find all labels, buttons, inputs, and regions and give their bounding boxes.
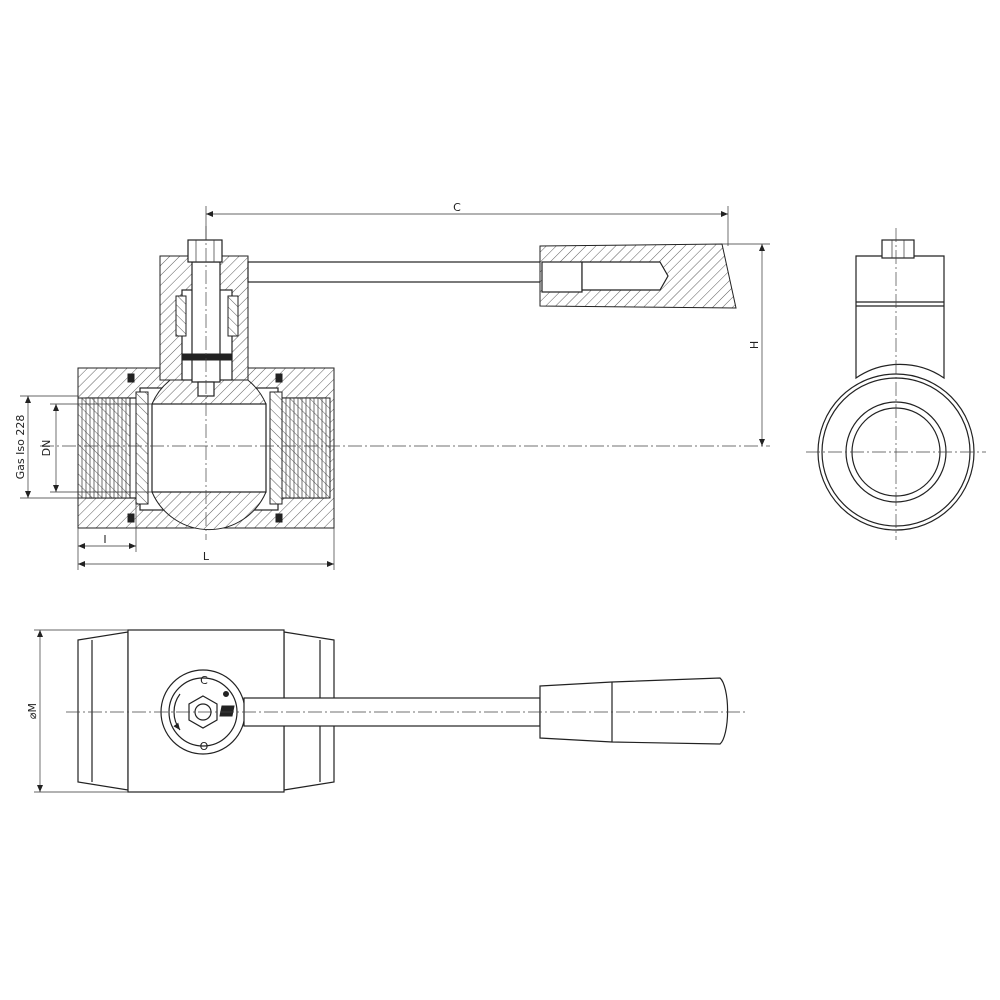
left-thread <box>77 397 131 499</box>
seal-right-bottom <box>275 513 283 523</box>
dimension-l: L <box>77 528 335 570</box>
dimension-h: H <box>722 243 770 446</box>
dimension-m-label: ⌀M <box>26 703 39 719</box>
rotation-arrow <box>173 693 181 731</box>
closed-marking: C <box>200 674 208 687</box>
dimension-l-label: L <box>203 550 210 563</box>
packing-left <box>175 295 187 337</box>
side-view <box>806 228 986 540</box>
right-seat <box>269 391 283 505</box>
stem-o-ring <box>181 353 233 361</box>
stem-nut <box>187 239 223 263</box>
top-left-end <box>77 631 129 791</box>
packing-right <box>227 295 239 337</box>
seal-right-top <box>275 373 283 383</box>
grip-insert <box>541 261 583 293</box>
dimension-gas-thread-label: Gas Iso 228 <box>14 415 27 480</box>
handle-lever <box>247 261 545 283</box>
dimension-c-label: C <box>453 201 461 214</box>
ball-bore <box>151 403 267 493</box>
side-stem-nut <box>881 239 915 259</box>
grip-insert-tip <box>581 261 669 291</box>
dimension-dn-label: DN <box>40 440 53 457</box>
dimension-dn: DN <box>40 403 152 493</box>
top-handle-grip <box>539 677 729 745</box>
top-view: C O ⌀M <box>26 629 748 793</box>
dimension-i-label: I <box>103 533 106 546</box>
dimension-h-label: H <box>748 341 761 349</box>
side-neck <box>855 255 945 380</box>
seal-left-top <box>127 373 135 383</box>
brand-logo <box>219 705 235 717</box>
front-section-view: C H L I DN <box>14 201 770 570</box>
open-marking: O <box>200 740 209 753</box>
dimension-gas-thread: Gas Iso 228 <box>14 395 78 499</box>
dimension-m: ⌀M <box>26 629 128 793</box>
seal-left-bottom <box>127 513 135 523</box>
right-thread <box>277 397 331 499</box>
left-seat <box>135 391 149 505</box>
dimension-c: C <box>205 201 729 246</box>
dimension-i: I <box>78 504 137 552</box>
